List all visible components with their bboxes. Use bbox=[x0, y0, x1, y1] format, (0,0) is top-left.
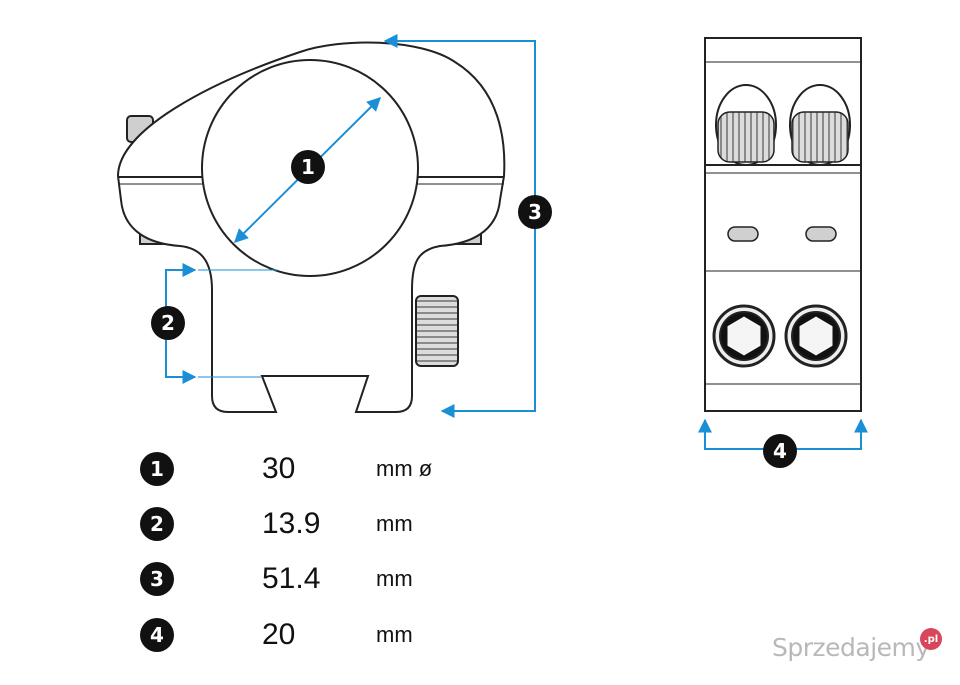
callout-2-label: 2 bbox=[161, 311, 175, 335]
ring-side-view bbox=[704, 37, 862, 412]
spec-1-value: 30 bbox=[262, 452, 296, 485]
spec-2-value: 13.9 bbox=[262, 507, 321, 540]
clamp-knob-icon bbox=[415, 295, 459, 367]
spec-row-4: 4 20 mm bbox=[140, 613, 413, 657]
callout-3-label: 3 bbox=[528, 200, 542, 224]
spec-3-value: 51.4 bbox=[262, 562, 321, 595]
spec-1-unit: mm ø bbox=[376, 456, 433, 481]
spec-4-unit: mm bbox=[376, 622, 413, 647]
spec-4-badge: 4 bbox=[140, 618, 174, 652]
ring-front-view bbox=[116, 41, 506, 413]
spec-row-1: 1 30 mm ø bbox=[140, 447, 432, 491]
watermark-logo: Sprzedajemy bbox=[772, 633, 930, 662]
callout-1-label: 1 bbox=[301, 155, 315, 179]
side-pin-right-icon bbox=[805, 226, 837, 242]
callout-4-label: 4 bbox=[773, 439, 787, 463]
spec-2-badge: 2 bbox=[140, 507, 174, 541]
callout-4-badge bbox=[763, 434, 797, 468]
spec-row-3: 3 51.4 mm bbox=[140, 557, 413, 601]
watermark-badge: .pl bbox=[920, 628, 942, 650]
spec-4-value: 20 bbox=[262, 618, 296, 651]
spec-3-badge: 3 bbox=[140, 562, 174, 596]
callout-3-badge bbox=[518, 195, 552, 229]
spec-3-unit: mm bbox=[376, 566, 413, 591]
callout-2-badge bbox=[151, 306, 185, 340]
callout-1-badge bbox=[291, 150, 325, 184]
spec-2-unit: mm bbox=[376, 511, 413, 536]
spec-1-badge: 1 bbox=[140, 452, 174, 486]
spec-row-2: 2 13.9 mm bbox=[140, 502, 413, 546]
side-pin-left-icon bbox=[727, 226, 759, 242]
callout-badges: 1 2 3 4 bbox=[151, 150, 797, 468]
